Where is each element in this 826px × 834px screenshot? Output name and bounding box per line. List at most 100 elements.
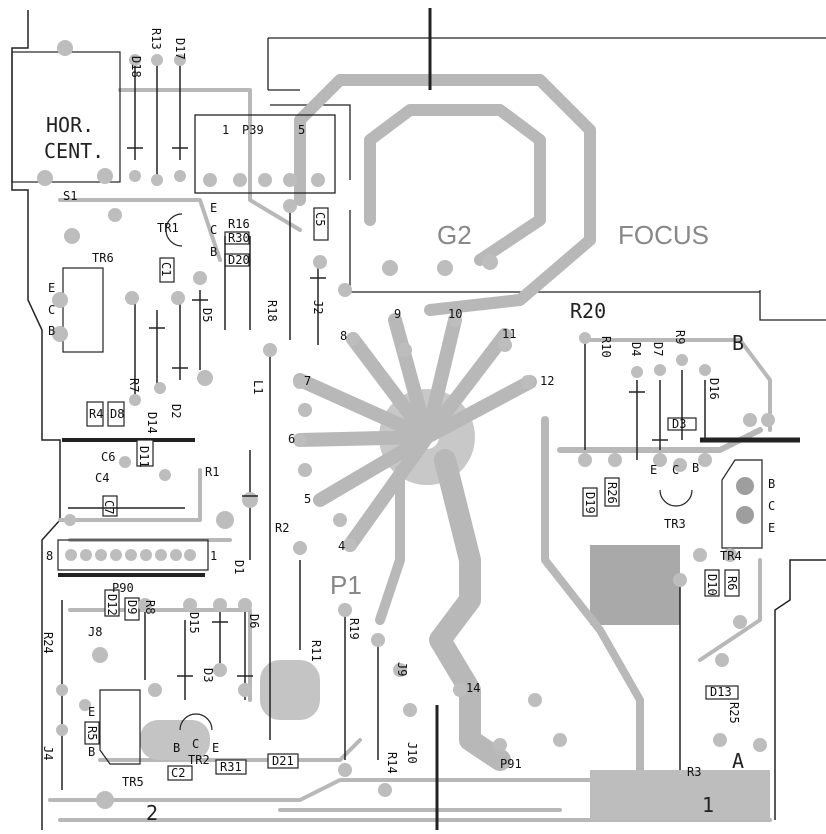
- label-focus: FOCUS: [618, 220, 709, 250]
- label-d8: D8: [110, 407, 124, 421]
- label-d15: D15: [187, 612, 201, 634]
- d9-diode: [124, 597, 140, 621]
- label-r6: R6: [725, 576, 739, 590]
- label-2: 2: [146, 801, 158, 825]
- d10-diode: [704, 569, 720, 597]
- d19-diode: [582, 487, 598, 517]
- label-r25: R25: [727, 702, 741, 724]
- p39-connector: [194, 114, 336, 194]
- label-d16: D16: [707, 378, 721, 400]
- label-pin11: 11: [502, 327, 516, 341]
- solder-pads: [37, 40, 775, 809]
- label-r18: R18: [265, 300, 279, 322]
- label-c-tr1: C: [210, 223, 217, 237]
- label-j10: J10: [405, 742, 419, 764]
- label-row1: 1: [210, 549, 217, 563]
- d13-diode: [705, 685, 739, 700]
- label-r19: R19: [347, 618, 361, 640]
- label-tr4: TR4: [720, 549, 742, 563]
- label-d14: D14: [145, 412, 159, 434]
- label-tr6: TR6: [92, 251, 114, 265]
- label-c5: C5: [313, 212, 327, 226]
- label-c7: C7: [102, 500, 116, 514]
- label-b-tr2: B: [173, 741, 180, 755]
- label-d5: D5: [200, 308, 214, 322]
- tr5-transistor: [99, 689, 141, 765]
- label-a: A: [732, 749, 744, 773]
- label-pin5: 5: [304, 492, 311, 506]
- label-r4: R4: [89, 407, 103, 421]
- label-p39-pin1: 1: [222, 123, 229, 137]
- label-1: 1: [702, 793, 714, 817]
- label-c2: C2: [171, 766, 185, 780]
- label-b-tr3: B: [692, 461, 699, 475]
- label-e-tr2: E: [212, 741, 219, 755]
- label-d2: D2: [169, 404, 183, 418]
- label-r11: R11: [309, 640, 323, 662]
- component-leads: [61, 62, 706, 790]
- r4-resistor: [86, 401, 104, 427]
- label-r8: R8: [143, 600, 157, 614]
- lead-crossbars: [127, 147, 668, 677]
- label-c6: C6: [101, 450, 115, 464]
- label-p91: P91: [500, 757, 522, 771]
- label-p39-pin5: 5: [298, 123, 305, 137]
- label-tr2: TR2: [188, 753, 210, 767]
- label-p1: P1: [330, 570, 362, 600]
- label-r24: R24: [41, 632, 55, 654]
- label-d18: D18: [129, 56, 143, 78]
- label-s1: S1: [63, 189, 77, 203]
- r5-resistor: [84, 721, 100, 745]
- label-j4: J4: [41, 746, 55, 760]
- label-c-tr2: C: [192, 737, 199, 751]
- label-r1: R1: [205, 465, 219, 479]
- label-pin4: 4: [338, 539, 345, 553]
- label-d9: D9: [125, 600, 139, 614]
- r6-resistor: [724, 569, 740, 597]
- c7-capacitor: [102, 495, 118, 517]
- label-r3: R3: [687, 765, 701, 779]
- label-j8: J8: [88, 625, 102, 639]
- board-outline: [11, 10, 826, 830]
- label-b-tr4: B: [768, 477, 775, 491]
- label-d3b: D3: [201, 668, 215, 682]
- label-d6: D6: [247, 614, 261, 628]
- label-r16: R16: [228, 217, 250, 231]
- label-row8: 8: [46, 549, 53, 563]
- label-b-tr6: B: [48, 324, 55, 338]
- label-r7: R7: [127, 378, 141, 392]
- label-e-tr3: E: [650, 463, 657, 477]
- label-p90: P90: [112, 581, 134, 595]
- enclosure-outline: [267, 37, 826, 321]
- label-j2: J2: [311, 300, 325, 314]
- r26-resistor: [604, 477, 620, 507]
- label-l1: L1: [251, 380, 265, 394]
- tr1-arc: [165, 213, 183, 247]
- label-d20: D20: [228, 253, 250, 267]
- label-r26: R26: [605, 482, 619, 504]
- label-r2: R2: [275, 521, 289, 535]
- label-pin10: 10: [448, 307, 462, 321]
- tr2-arc: [179, 713, 213, 731]
- label-d7: D7: [651, 342, 665, 356]
- label-r9: R9: [673, 330, 687, 344]
- d8-diode: [107, 401, 125, 427]
- tr6-transistor: [62, 267, 104, 353]
- label-r13: R13: [149, 28, 163, 50]
- label-b-top: B: [732, 331, 744, 355]
- label-d19: D19: [583, 492, 597, 514]
- label-d12: D12: [105, 594, 119, 616]
- label-c-tr6: C: [48, 303, 55, 317]
- label-pin14: 14: [466, 681, 480, 695]
- label-j9: J9: [395, 662, 409, 676]
- label-p39: P39: [242, 123, 264, 137]
- d12-diode: [104, 589, 120, 617]
- label-e-tr6: E: [48, 281, 55, 295]
- socket-hub: [293, 313, 537, 771]
- label-tr1: TR1: [157, 221, 179, 235]
- label-tr5: TR5: [122, 775, 144, 789]
- label-pin6: 6: [288, 432, 295, 446]
- label-c-tr3: C: [672, 463, 679, 477]
- ground-plane: [590, 545, 680, 625]
